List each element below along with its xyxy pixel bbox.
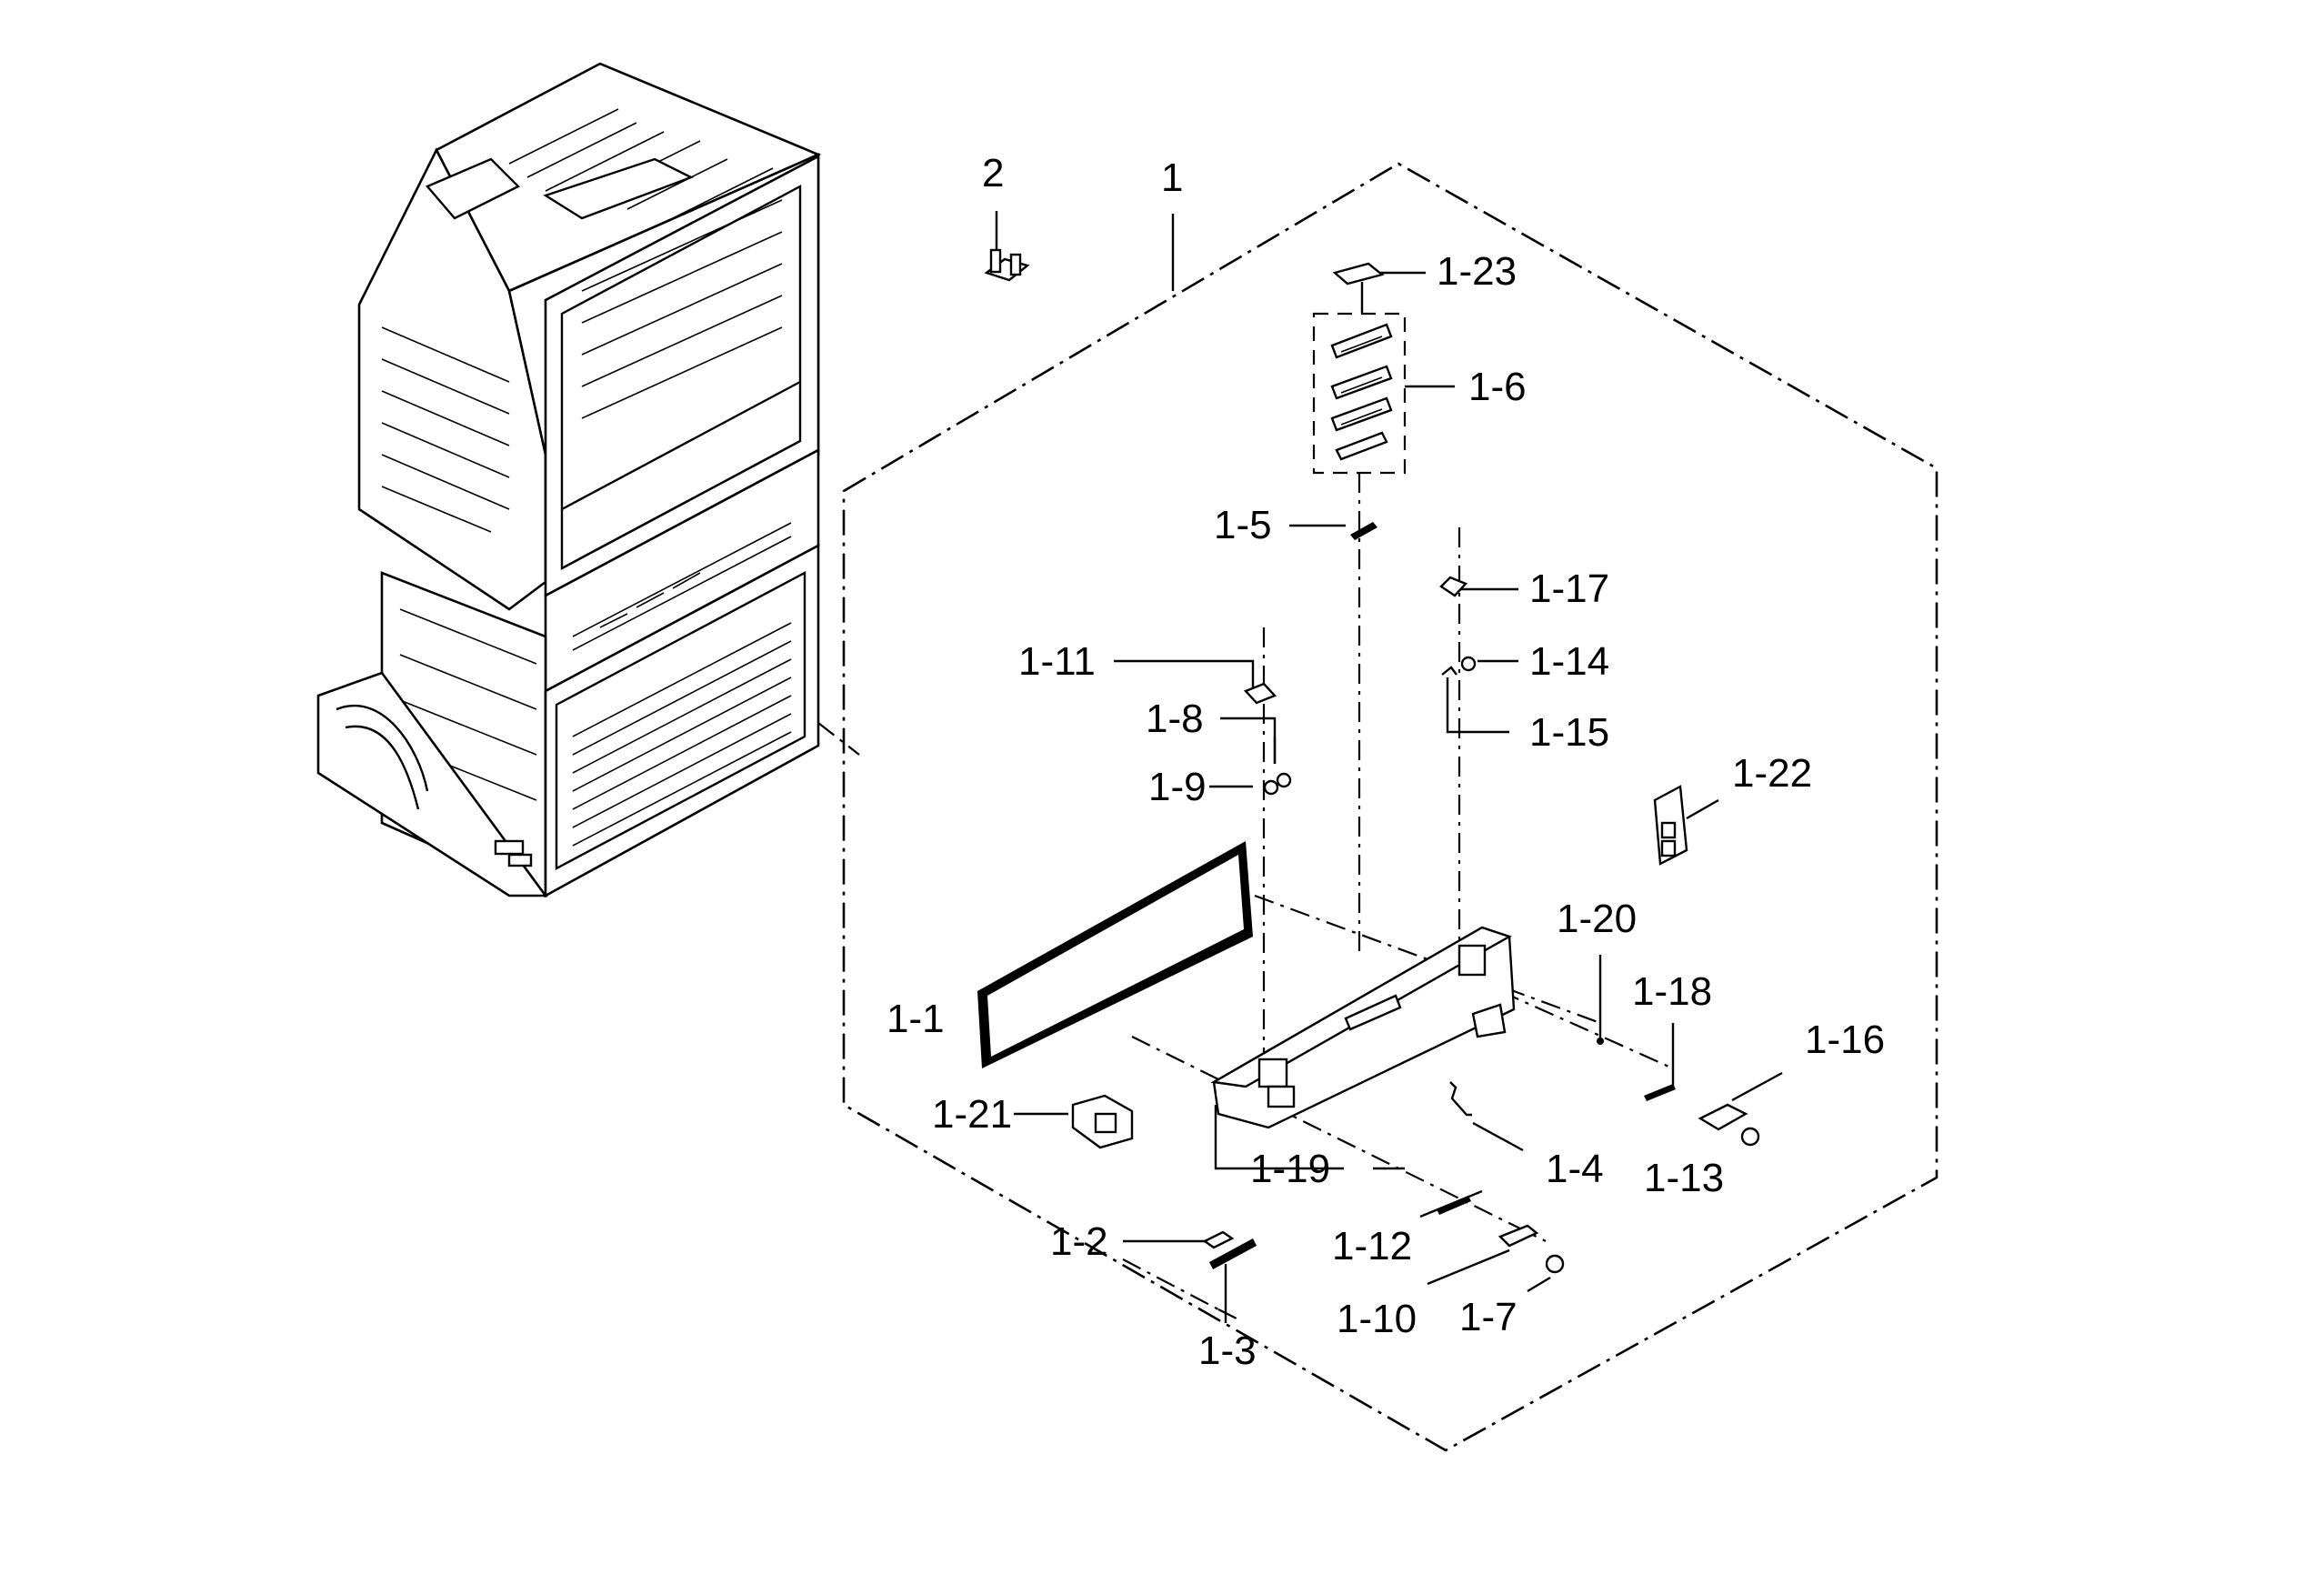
part-1-1-gasket (977, 841, 1253, 1068)
part-1-3 (1209, 1238, 1257, 1269)
callout-1-12: 1-12 (1332, 1224, 1412, 1268)
callout-1-11: 1-11 (1018, 639, 1096, 684)
part-1-7 (1545, 1254, 1565, 1274)
callout-1-19: 1-19 (1250, 1147, 1330, 1191)
part-1-11 (1243, 682, 1277, 705)
part-1-21 (1071, 1094, 1134, 1149)
callout-labels: 2 1 1-23 1-6 1-5 1-17 1-14 1-15 1-11 1-8… (887, 151, 1885, 1373)
callout-1-20: 1-20 (1557, 897, 1637, 941)
part-1-2 (1202, 1230, 1235, 1249)
part-1-12 (1437, 1196, 1471, 1215)
callout-1-2: 1-2 (1050, 1219, 1108, 1264)
callout-1: 1 (1161, 155, 1183, 200)
part-1-15 (1441, 666, 1458, 676)
part-1-13-hinge (1698, 1103, 1760, 1147)
callout-1-9: 1-9 (1148, 765, 1207, 809)
part-1-23 (1332, 262, 1385, 286)
part-1-9 (1263, 772, 1292, 796)
part-1-14 (1460, 656, 1477, 672)
callout-1-8: 1-8 (1146, 697, 1204, 741)
parts (977, 248, 1760, 1274)
callout-1-4: 1-4 (1546, 1147, 1604, 1191)
part-1-4 (1449, 1081, 1472, 1117)
callout-1-23: 1-23 (1437, 249, 1517, 294)
part-1-6-stack (1330, 323, 1393, 461)
callout-1-5: 1-5 (1214, 503, 1272, 547)
callout-1-7: 1-7 (1459, 1295, 1518, 1339)
part-1-10 (1498, 1224, 1539, 1248)
part-1-5 (1350, 522, 1377, 540)
callout-1-22: 1-22 (1732, 751, 1812, 796)
part-1-17 (1439, 576, 1468, 597)
part-1-18 (1644, 1084, 1676, 1101)
callout-1-6: 1-6 (1468, 365, 1527, 409)
refrigerator-cabinet (316, 62, 822, 898)
callout-1-10: 1-10 (1337, 1297, 1417, 1341)
callout-1-14: 1-14 (1529, 639, 1609, 684)
callout-1-17: 1-17 (1529, 566, 1609, 611)
callout-1-1: 1-1 (887, 997, 945, 1041)
part-2-hinge-clip (984, 248, 1030, 282)
callout-1-21: 1-21 (932, 1092, 1012, 1137)
callout-2: 2 (982, 151, 1004, 195)
callout-1-18: 1-18 (1632, 969, 1712, 1014)
callout-1-13: 1-13 (1644, 1156, 1724, 1200)
leader-lines (817, 211, 1783, 1323)
part-1-22 (1653, 785, 1688, 866)
door-rail-assembly (1210, 926, 1516, 1129)
callout-1-16: 1-16 (1805, 1018, 1885, 1062)
assembly-boundary (842, 162, 1938, 1452)
callout-1-15: 1-15 (1529, 710, 1609, 755)
callout-1-3: 1-3 (1198, 1328, 1257, 1373)
